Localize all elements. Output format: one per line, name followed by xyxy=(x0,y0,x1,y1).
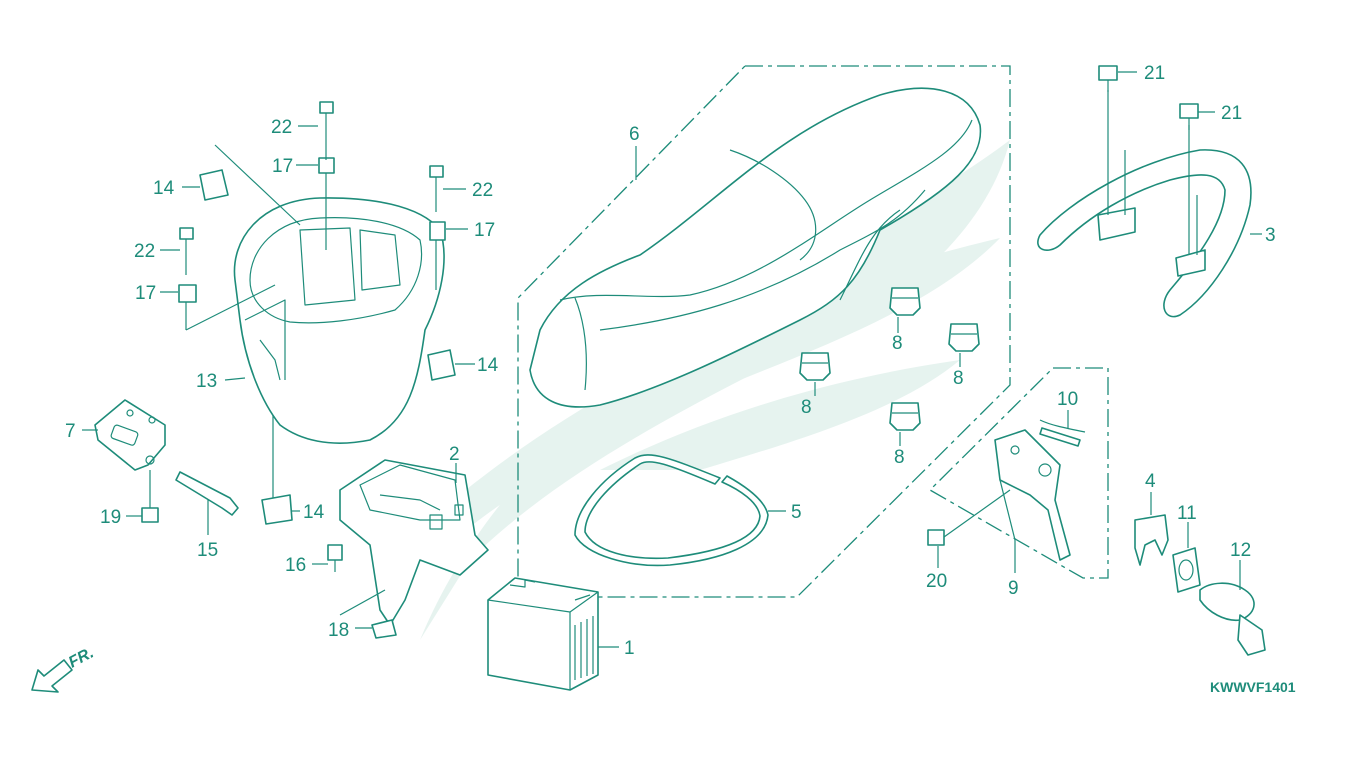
callout-16: 16 xyxy=(285,555,306,576)
callout-10: 10 xyxy=(1057,389,1078,410)
cushion-rubbers xyxy=(799,287,980,431)
hardware-parts xyxy=(178,101,456,639)
callout-17a: 17 xyxy=(272,156,293,177)
callout-12: 12 xyxy=(1230,540,1251,561)
callout-22a: 22 xyxy=(271,117,292,138)
battery-box-part xyxy=(339,459,489,626)
callout-17b: 17 xyxy=(474,220,495,241)
callout-22b: 22 xyxy=(472,180,493,201)
seat-latch-part xyxy=(927,419,1086,561)
bracket-part xyxy=(94,399,239,523)
callout-leaders xyxy=(82,71,1262,648)
lock-parts xyxy=(1134,514,1266,656)
callout-7: 7 xyxy=(65,421,76,442)
callout-9: 9 xyxy=(1008,578,1019,599)
callout-3: 3 xyxy=(1265,225,1276,246)
seat-part xyxy=(529,87,982,408)
callout-8a: 8 xyxy=(892,333,903,354)
callout-17c: 17 xyxy=(135,283,156,304)
callout-4: 4 xyxy=(1145,471,1156,492)
callout-14c: 14 xyxy=(303,502,325,523)
callout-14a: 14 xyxy=(153,178,175,199)
front-direction-arrow: FR. xyxy=(31,644,97,693)
callout-numbers: 1 2 3 4 5 6 7 8 8 8 8 9 10 11 12 13 14 1… xyxy=(65,63,1276,659)
seat-group-box xyxy=(517,65,1011,598)
latch-group-box xyxy=(928,367,1109,579)
callout-19: 19 xyxy=(100,507,121,528)
callout-15: 15 xyxy=(197,540,218,561)
callout-13: 13 xyxy=(196,371,217,392)
luggage-box-part xyxy=(233,197,445,444)
callout-2: 2 xyxy=(449,444,460,465)
diagram-code: KWWVF1401 xyxy=(1210,679,1296,695)
callout-18: 18 xyxy=(328,620,349,641)
callout-8c: 8 xyxy=(801,397,812,418)
callout-21a: 21 xyxy=(1144,63,1165,84)
callout-21b: 21 xyxy=(1221,103,1242,124)
callout-14b: 14 xyxy=(477,355,499,376)
callout-20: 20 xyxy=(926,571,947,592)
callout-22c: 22 xyxy=(134,241,155,262)
seal-part xyxy=(574,454,769,567)
callout-5: 5 xyxy=(791,502,802,523)
battery-part xyxy=(487,577,599,691)
callout-6: 6 xyxy=(629,124,640,145)
callout-11: 11 xyxy=(1177,503,1197,524)
callout-1: 1 xyxy=(624,638,635,659)
grab-rail-part xyxy=(1037,65,1252,318)
callout-8b: 8 xyxy=(953,368,964,389)
callout-8d: 8 xyxy=(894,447,905,468)
